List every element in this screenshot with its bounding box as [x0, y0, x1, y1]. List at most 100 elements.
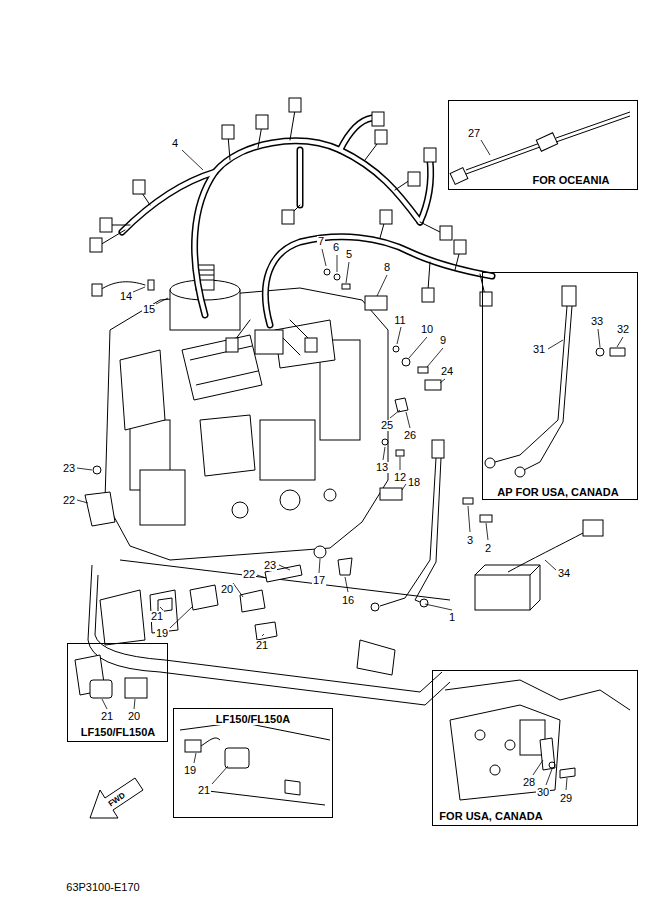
drawing-part	[298, 150, 302, 205]
leader-lines	[390, 410, 400, 418]
small-parts	[380, 488, 402, 500]
battery-cables	[583, 520, 603, 536]
callout-number: 29	[559, 793, 573, 804]
drawing-part	[100, 110, 485, 355]
small-parts	[85, 492, 115, 526]
drawing-part	[100, 282, 145, 290]
inset-caption: FOR USA, CANADA	[437, 810, 544, 822]
inset-box: LF150/FL150A	[173, 708, 333, 818]
harness-connectors	[454, 240, 466, 254]
inset-ap-cable	[610, 348, 625, 356]
engine-block	[280, 490, 300, 510]
engine-block	[232, 502, 248, 518]
bottom-cowling	[88, 560, 450, 705]
inset-caption: LF150/FL150A	[79, 726, 158, 738]
leader-lines	[257, 575, 266, 578]
inset-lf-parts	[90, 680, 112, 698]
callout-number: 34	[557, 568, 571, 579]
battery-cables	[420, 599, 428, 607]
inset-caption: LF150/FL150A	[214, 713, 293, 725]
callout-number: 3	[466, 535, 474, 546]
inset-ap-cable	[485, 286, 625, 477]
small-parts	[393, 346, 399, 352]
drawing-part	[195, 141, 420, 315]
fwd-arrow	[90, 778, 143, 818]
small-parts	[463, 498, 473, 504]
callout-number: 21	[255, 640, 269, 651]
harness-connectors	[282, 210, 294, 224]
engine-block	[120, 350, 165, 430]
inset-usa-engine	[540, 738, 555, 770]
callout-number: 4	[171, 138, 179, 149]
engine-block	[105, 288, 388, 560]
callout-number: 17	[312, 575, 326, 586]
drawing-part	[420, 160, 431, 222]
leader-lines	[102, 699, 107, 709]
leader-lines	[546, 769, 552, 785]
drawing-part	[265, 237, 492, 325]
battery-cables	[475, 565, 540, 610]
inset-box: FOR USA, CANADA	[432, 670, 638, 826]
battery-cables	[475, 575, 530, 610]
leader-lines	[346, 262, 349, 283]
harness-connectors	[133, 180, 145, 194]
harness-connectors	[408, 172, 420, 186]
leader-lines	[533, 760, 543, 775]
leader-lines	[468, 506, 470, 532]
drawing-part	[122, 118, 492, 325]
drawing-part	[228, 110, 440, 232]
harness-connectors	[380, 210, 392, 224]
leader-lines	[279, 565, 290, 570]
harness-connectors	[424, 148, 436, 162]
inset-oceania-cable	[536, 133, 557, 151]
inset-box: FOR OCEANIA	[448, 100, 638, 190]
inset-ap-cable	[495, 306, 572, 470]
inset-ap-cable	[485, 458, 495, 468]
inset-lf-parts	[75, 655, 330, 805]
leader-lines	[400, 457, 401, 470]
bottom-cowling	[100, 590, 145, 645]
engine-block	[140, 470, 185, 525]
leader-lines	[397, 327, 401, 344]
callout-number: 16	[341, 595, 355, 606]
leader-lines	[212, 766, 228, 784]
leader-lines	[598, 329, 600, 347]
callout-number: 5	[345, 249, 353, 260]
harness-connectors	[90, 238, 102, 252]
small-parts	[402, 358, 410, 366]
callout-number: 22	[62, 495, 76, 506]
callout-number: 20	[127, 711, 141, 722]
harness-connectors	[100, 218, 112, 232]
bottom-cowling	[357, 640, 395, 675]
engine-block	[105, 265, 388, 560]
battery-cables	[380, 458, 436, 606]
callout-number: 23	[62, 463, 76, 474]
battery-cables	[508, 532, 585, 572]
callout-number: 31	[532, 344, 546, 355]
leader-lines	[77, 500, 88, 503]
callout-number: 13	[375, 462, 389, 473]
diagram-code: 63P3100-E170	[65, 882, 140, 893]
inset-usa-engine	[445, 680, 630, 800]
harness-connectors	[90, 98, 492, 354]
inset-caption: FOR OCEANIA	[531, 174, 612, 186]
callout-number: 25	[380, 420, 394, 431]
callout-number: 19	[183, 765, 197, 776]
leader-lines	[156, 298, 168, 304]
small-parts	[396, 450, 404, 456]
small-parts	[382, 439, 388, 445]
small-parts	[255, 622, 277, 640]
leader-lines	[233, 583, 243, 597]
inset-usa-engine	[475, 730, 485, 740]
harness-connectors	[289, 98, 301, 112]
leader-lines	[440, 379, 445, 383]
inset-lf-parts	[185, 740, 201, 752]
callout-number: 20	[220, 584, 234, 595]
inset-lf-parts	[201, 738, 220, 746]
callout-number: 7	[317, 236, 325, 247]
engine-block	[190, 346, 258, 385]
leader-lines	[194, 753, 196, 763]
drawing-part	[195, 141, 420, 315]
callout-number: 11	[393, 315, 406, 326]
